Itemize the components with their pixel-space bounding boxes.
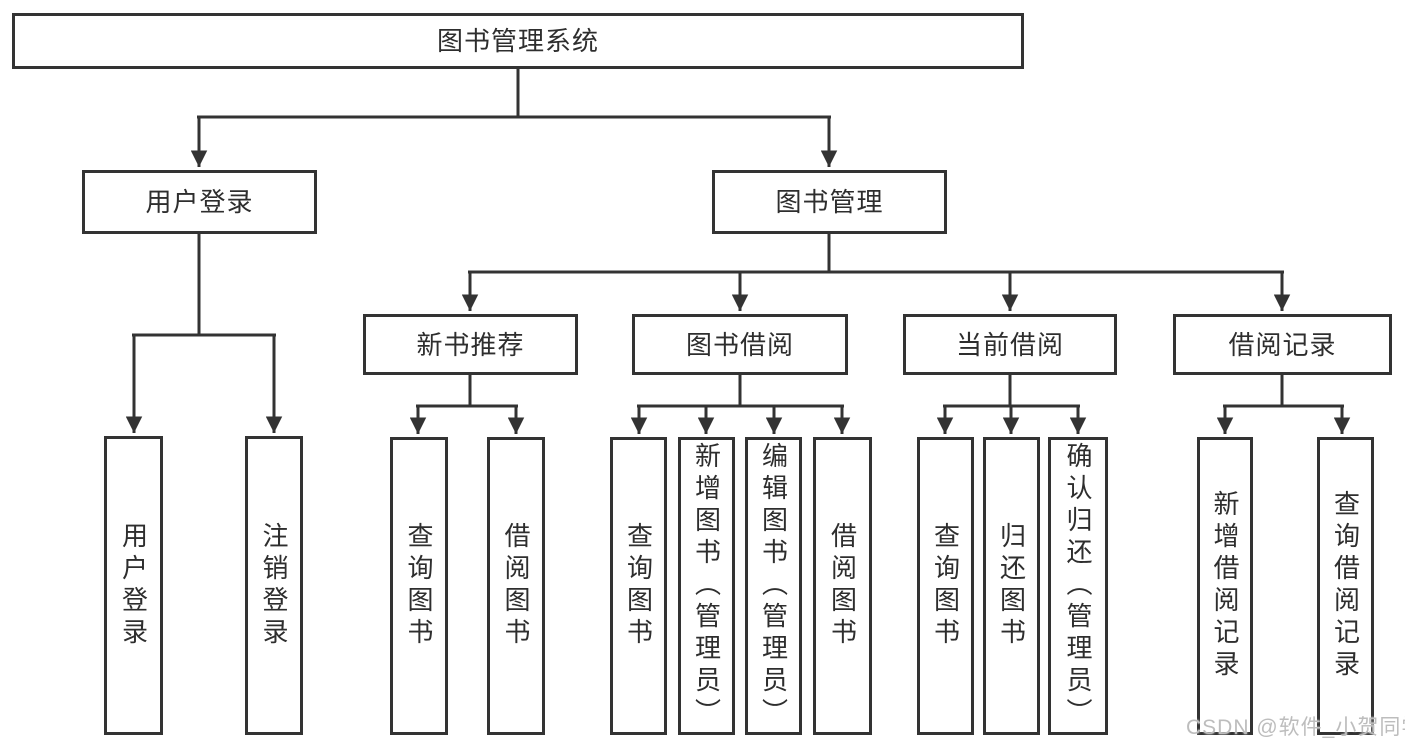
leaf-query-books-current: 查询图书 [917,437,974,735]
leaf-borrow-books: 借阅图书 [813,437,872,735]
leaf-query-books-borrow: 查询图书 [610,437,667,735]
leaf-edit-books-admin: 编辑图书（管理员） [745,437,802,735]
leaf-confirm-return-admin: 确认归还（管理员） [1048,437,1108,735]
node-library-system: 图书管理系统 [12,13,1024,69]
leaf-query-books-recommend: 查询图书 [390,437,448,735]
node-book-borrow: 图书借阅 [632,314,848,375]
node-current-borrow: 当前借阅 [903,314,1117,375]
leaf-logout: 注销登录 [245,436,303,735]
leaf-add-borrow-record: 新增借阅记录 [1197,437,1253,735]
node-user-login: 用户登录 [82,170,317,234]
node-book-management: 图书管理 [712,170,947,234]
leaf-return-books: 归还图书 [983,437,1040,735]
leaf-add-books-admin: 新增图书（管理员） [678,437,735,735]
leaf-query-borrow-record: 查询借阅记录 [1317,437,1374,735]
csdn-watermark: CSDN @软件_小贺同学 [1186,716,1405,739]
node-new-book-recommend: 新书推荐 [363,314,578,375]
node-borrow-records: 借阅记录 [1173,314,1392,375]
leaf-user-login: 用户登录 [104,436,163,735]
leaf-borrow-books-recommend: 借阅图书 [487,437,545,735]
